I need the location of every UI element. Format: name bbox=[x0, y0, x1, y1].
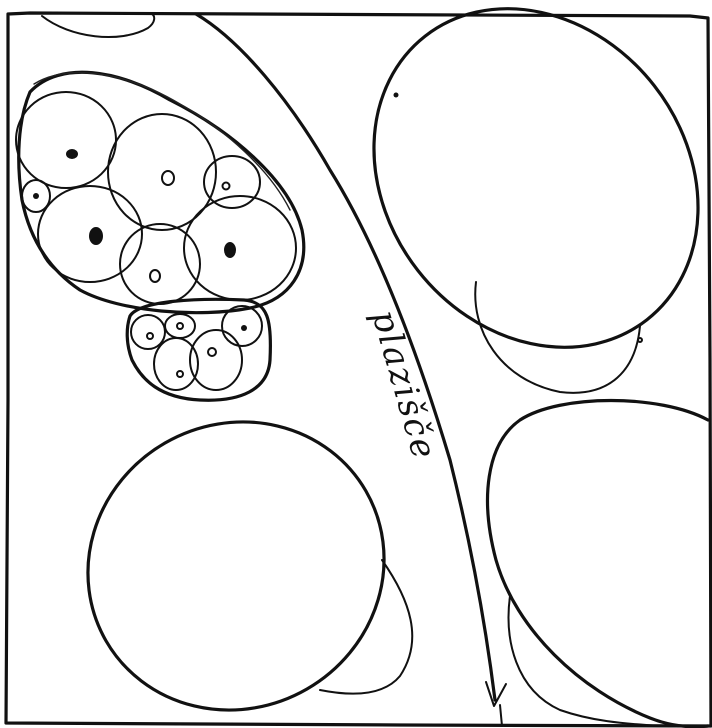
small-nucleus-3 bbox=[241, 325, 247, 331]
nucleus-a bbox=[66, 149, 78, 159]
nucleus-g bbox=[33, 193, 39, 199]
egg-bottom-right-back bbox=[509, 596, 660, 726]
plazisce-label: plazišče bbox=[363, 305, 444, 464]
egg-bottom-left bbox=[35, 368, 437, 728]
small-nucleus-4 bbox=[177, 371, 183, 377]
nucleus-f bbox=[224, 242, 236, 258]
gliding-path bbox=[196, 14, 495, 700]
cut-cell-top-left bbox=[42, 14, 154, 37]
egg-bottom-right bbox=[488, 401, 708, 727]
cell-c bbox=[204, 156, 260, 208]
small-nucleus-5 bbox=[208, 348, 216, 356]
gliding-path-arrow bbox=[486, 682, 506, 706]
gliding-path-tail bbox=[500, 705, 502, 726]
nucleus-c bbox=[223, 183, 230, 190]
nucleus-b bbox=[162, 171, 174, 185]
cell-f bbox=[184, 196, 296, 300]
small-cell-1 bbox=[131, 315, 165, 349]
nucleus-d bbox=[89, 227, 103, 245]
cell-cluster-outline bbox=[19, 72, 304, 312]
cell-e bbox=[120, 224, 200, 304]
cell-a bbox=[16, 92, 116, 188]
small-nucleus-2 bbox=[177, 323, 183, 329]
egg-top-right bbox=[307, 0, 712, 412]
egg-top-right-small-dot bbox=[638, 338, 642, 342]
egg-top-right-dot bbox=[394, 93, 399, 98]
small-cell-4 bbox=[154, 338, 198, 390]
small-nucleus-1 bbox=[147, 333, 153, 339]
nucleus-e bbox=[150, 270, 160, 282]
